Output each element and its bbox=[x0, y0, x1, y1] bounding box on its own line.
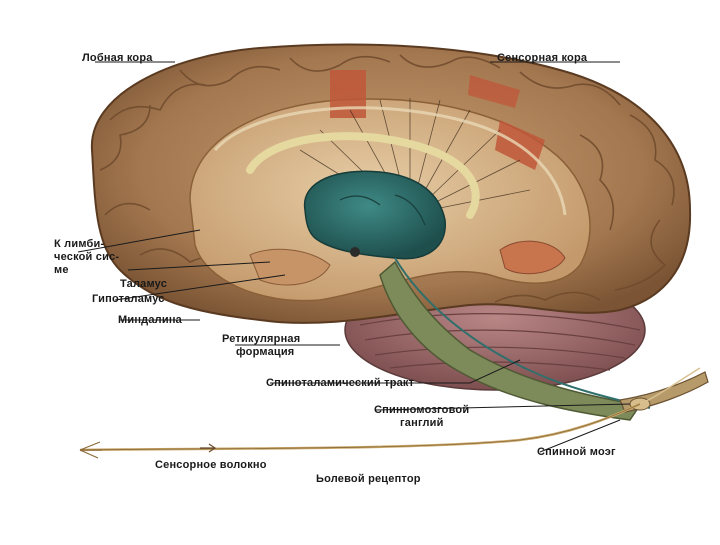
label-spinal-ganglion-2: ганглий bbox=[400, 417, 444, 429]
label-frontal-cortex: Лобная кора bbox=[82, 52, 153, 64]
cingulate-arc bbox=[213, 106, 567, 216]
signal-arrow bbox=[200, 443, 217, 453]
label-sensory-fiber: Сенсорное волокно bbox=[155, 459, 267, 471]
frontal-sensory-strip bbox=[330, 70, 366, 118]
label-spinothalamic-tract: Спиноталамический тракт bbox=[266, 377, 415, 389]
label-pain-receptor: Ьолевой рецептор bbox=[316, 473, 421, 485]
label-reticular-formation-2: формация bbox=[236, 346, 295, 358]
spinal-root bbox=[639, 367, 701, 405]
fornix bbox=[246, 132, 480, 219]
sensory-fiber bbox=[79, 402, 641, 452]
pain-receptor-endings bbox=[79, 441, 102, 459]
pineal-body bbox=[350, 247, 360, 257]
label-spinal-ganglion-1: Спинномозговой bbox=[374, 404, 470, 416]
label-amygdala: Миндалина bbox=[118, 314, 182, 326]
amygdala-region bbox=[499, 240, 566, 275]
leader-lines bbox=[77, 61, 631, 453]
label-hypothalamus: Гипоталамус bbox=[92, 293, 165, 305]
sensory-fiber-inner bbox=[79, 403, 641, 451]
hypothalamus-region bbox=[249, 248, 331, 286]
label-spinal-cord: Спинной моэг bbox=[537, 446, 616, 458]
sensory-cortex-area-upper bbox=[468, 75, 520, 108]
label-limbic-system-2: ческой сис- bbox=[54, 251, 120, 263]
label-sensory-cortex: Сенсорная кора bbox=[497, 52, 588, 64]
label-limbic-system-3: ме bbox=[54, 264, 69, 276]
label-reticular-formation-1: Ретикулярная bbox=[222, 333, 301, 345]
cortex-gyri bbox=[99, 54, 675, 303]
thalamus-detail bbox=[339, 194, 426, 226]
spinothalamic-tract-line bbox=[394, 257, 651, 409]
thalamus bbox=[303, 170, 446, 260]
label-thalamus: Таламус bbox=[120, 278, 168, 290]
cerebellum-folds bbox=[359, 313, 641, 371]
label-limbic-system-1: К лимби- bbox=[54, 238, 105, 250]
